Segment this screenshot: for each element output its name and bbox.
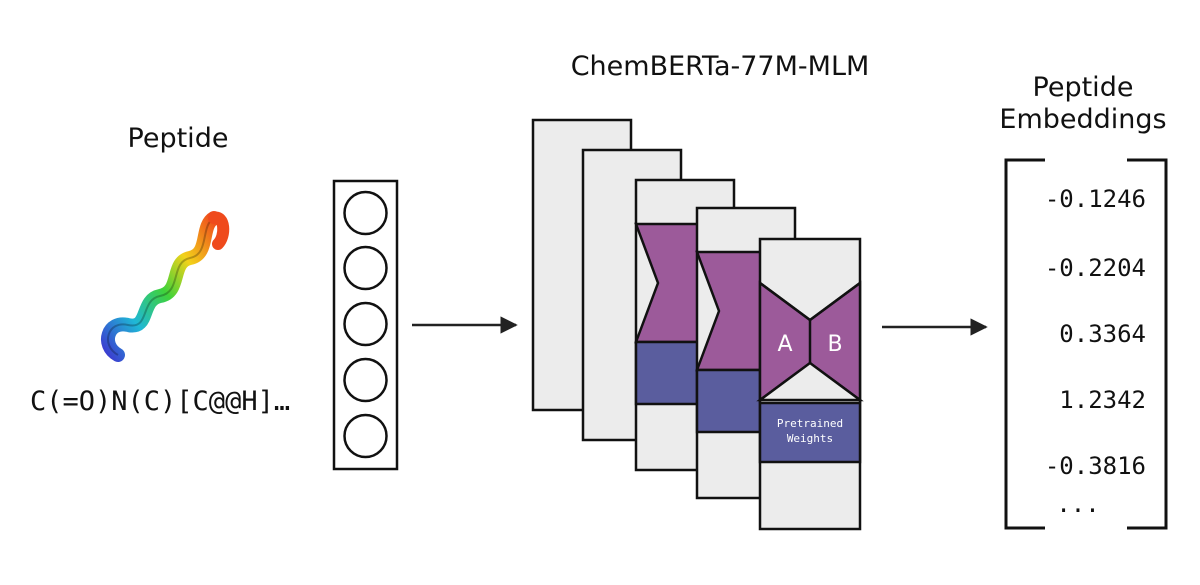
- pretrained-weights-block: [758, 401, 862, 464]
- smiles-string: C(=O)N(C)[C@@H]…: [30, 386, 290, 417]
- model-title: ChemBERTa-77M-MLM: [571, 51, 870, 82]
- attention-label-b: B: [827, 332, 842, 357]
- token-node: [343, 245, 388, 291]
- peptide-helix-icon: [101, 211, 230, 362]
- attention-label-a: A: [777, 332, 792, 357]
- embedding-vector-brackets: [1004, 158, 1168, 530]
- token-node: [343, 190, 388, 236]
- weights-label-line2: Weights: [787, 432, 833, 445]
- embeddings-title-line1: Peptide: [1033, 72, 1134, 103]
- embedding-ellipsis: ...: [1056, 490, 1099, 518]
- embedding-values: -0.1246 -0.2204 0.3364 1.2342 -0.3816: [1045, 185, 1146, 480]
- weights-label-line1: Pretrained: [777, 417, 843, 430]
- model-layer-stack: A B Pretrained Weights: [531, 118, 864, 531]
- embedding-value: 1.2342: [1059, 386, 1146, 414]
- model-layer-front: A B Pretrained Weights: [756, 237, 864, 531]
- embedding-value: -0.2204: [1045, 254, 1146, 282]
- token-node: [343, 357, 388, 403]
- token-node: [343, 301, 388, 347]
- peptide-title: Peptide: [128, 123, 229, 154]
- embedding-value: -0.3816: [1045, 452, 1146, 480]
- token-node: [343, 413, 388, 459]
- embedding-value: 0.3364: [1059, 320, 1146, 348]
- input-token-vector: [332, 179, 399, 471]
- embeddings-title-line2: Embeddings: [999, 104, 1166, 135]
- embedding-value: -0.1246: [1045, 185, 1146, 213]
